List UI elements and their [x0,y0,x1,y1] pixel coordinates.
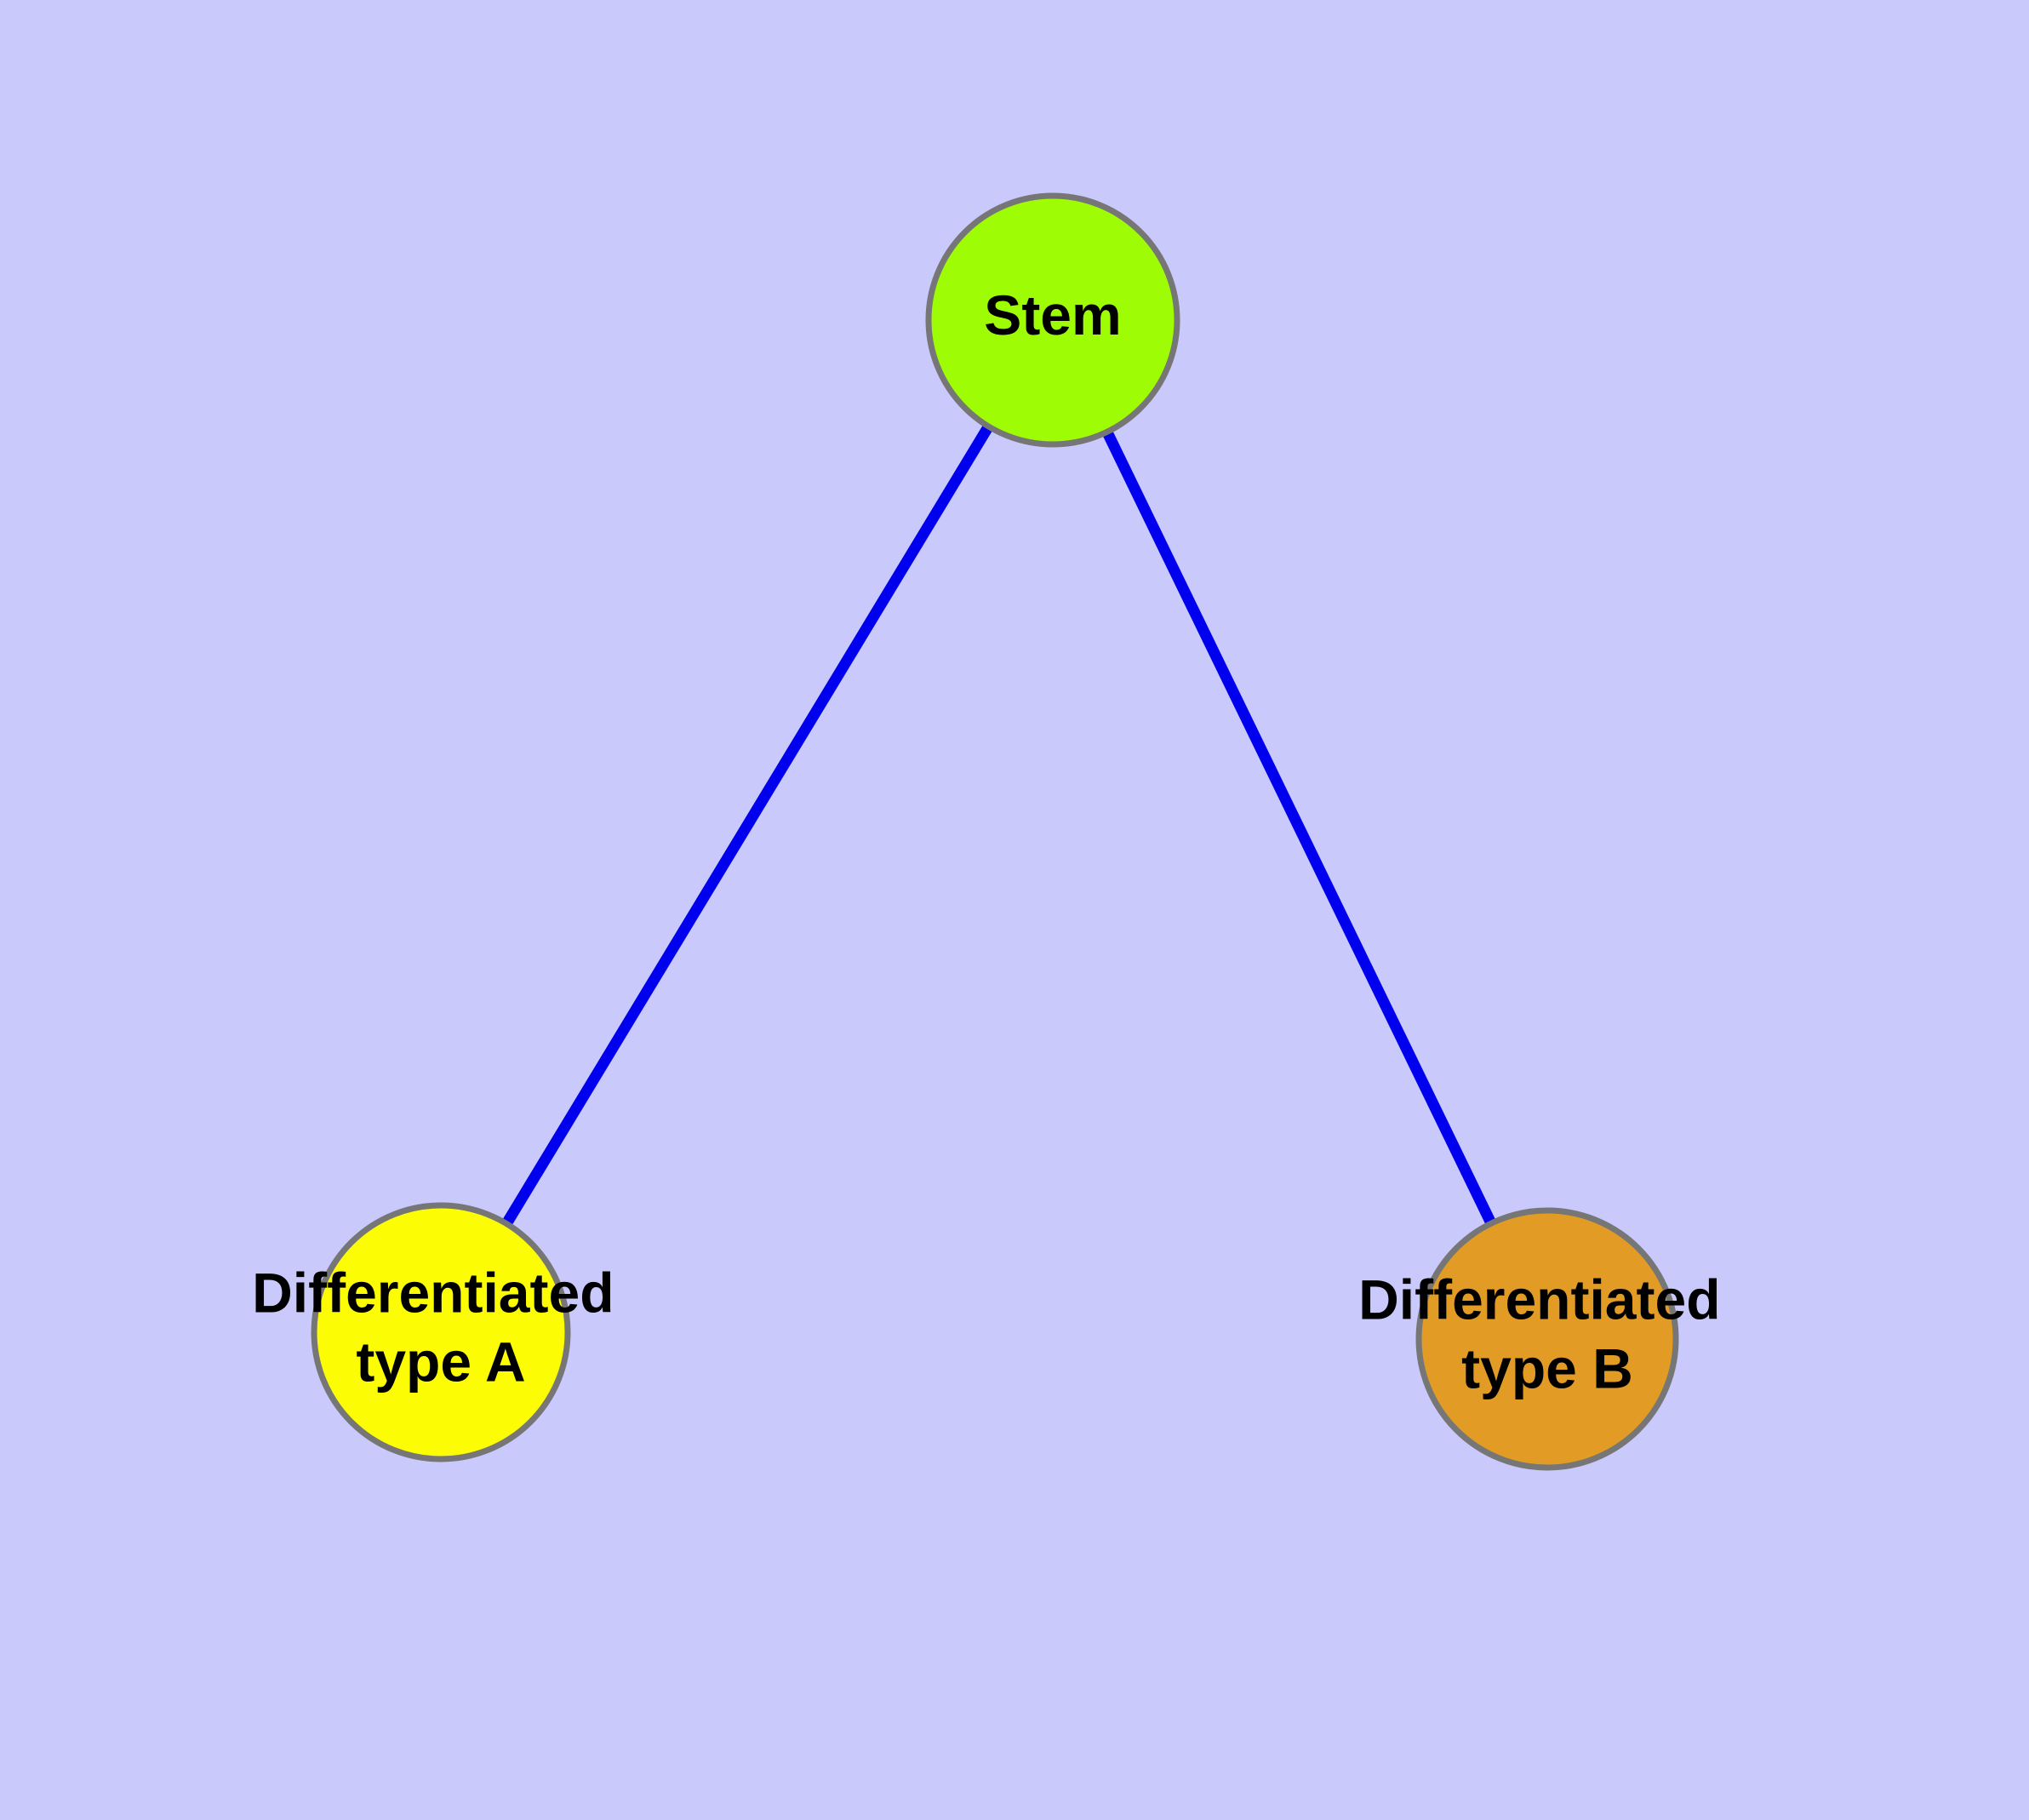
node-label-diff-a-line-2: type A [356,1331,525,1394]
edge-stem-to-diff-b[interactable] [1048,318,1552,1342]
node-circle-diff-a[interactable] [311,1202,571,1462]
node-label-diff-a-line-1: Differentiated [252,1262,614,1325]
node-circle-stem[interactable] [925,192,1180,448]
edge-stem-to-diff-a[interactable] [436,317,1058,1336]
label-layer: Stem Differentiated type A Differentiate… [252,283,1736,1400]
node-label-diff-b: Differentiated type B [1358,1268,1736,1400]
node-label-diff-b-line-1: Differentiated [1358,1268,1720,1331]
edge-layer [436,317,1552,1342]
node-label-stem-line-1: Stem [984,283,1121,346]
node-layer [311,192,1679,1471]
node-label-diff-a: Differentiated type A [252,1262,630,1394]
node-label-diff-b-line-2: type B [1461,1337,1633,1400]
node-label-stem: Stem [984,283,1121,346]
node-circle-diff-b[interactable] [1415,1207,1679,1471]
